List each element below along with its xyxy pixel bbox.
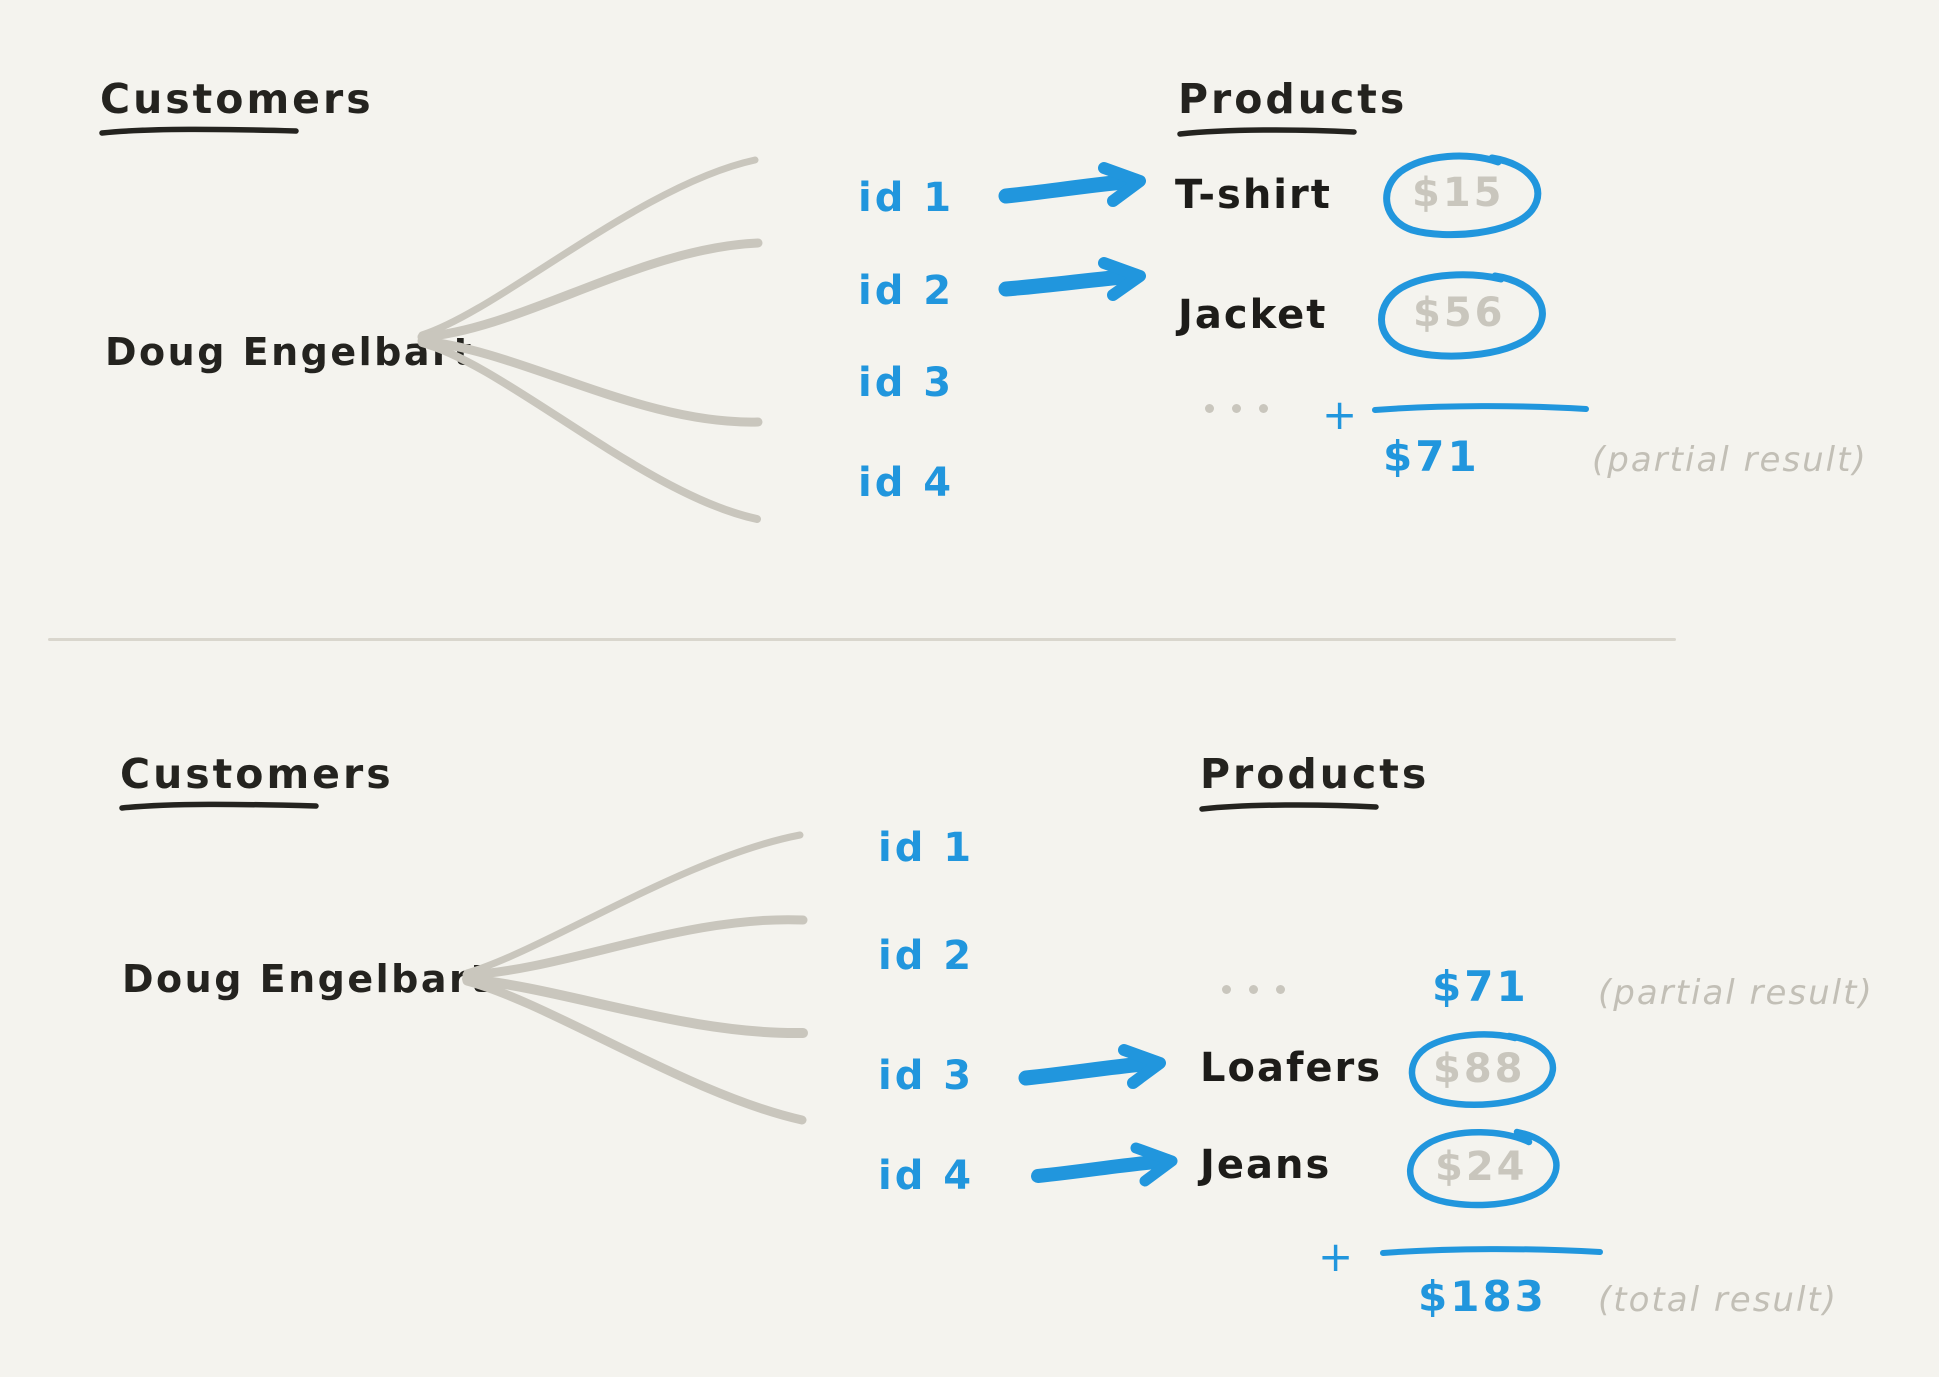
products-heading-label: Products [1178,75,1408,123]
products-heading-underline-icon-bottom [1199,802,1379,812]
products-heading-bottom: Products [1199,750,1430,814]
circle-ellipse-icon-4 [1407,1128,1560,1209]
fanout-line-1 [418,156,759,339]
id-label-bottom-3: id 3 [878,1053,975,1099]
customers-heading-underline-icon [99,126,299,136]
fanout-lines-top [417,156,763,523]
total-note-bottom: (total result) [1598,1280,1839,1320]
ellipsis-bottom [1222,985,1285,994]
carried-value-bottom: $71 [1432,962,1529,1011]
fanout-line-b2 [462,915,808,980]
total-value-bottom: $183 [1418,1272,1547,1321]
product-name-top-2: Jacket [1178,292,1328,338]
products-heading-top: Products [1177,75,1408,139]
id-label-top-1: id 1 [858,175,955,221]
id-label-bottom-1: id 1 [878,825,975,871]
bottom-panel: Customers Products Doug Engelbart id 1 [0,640,1939,1377]
circle-ellipse-icon-3 [1408,1031,1557,1108]
plus-symbol-top: + [1322,390,1359,439]
arrow-icon-bottom-1 [1018,1044,1166,1089]
products-heading-underline-icon [1177,127,1357,137]
fanout-line-b4 [462,976,807,1125]
id-label-top-2: id 2 [858,268,955,314]
customers-heading-bottom: Customers [119,750,394,814]
id-label-top-4: id 4 [858,460,955,506]
circle-ellipse-icon-2 [1378,271,1546,360]
products-heading-label-bottom: Products [1200,750,1430,798]
product-name-bottom-2: Jeans [1200,1142,1332,1188]
sum-note-top: (partial result) [1592,440,1868,480]
id-label-bottom-2: id 2 [878,933,975,979]
id-label-bottom-4: id 4 [878,1153,975,1199]
panel-divider [48,638,1676,641]
sum-rule-line-top [1372,403,1589,413]
fanout-line-3 [417,336,763,427]
fanout-line-b3 [462,974,808,1039]
price-label-bottom-1: $88 [1433,1046,1526,1092]
price-label-bottom-2: $24 [1435,1144,1528,1190]
sum-rule-line-bottom [1380,1246,1603,1256]
ellipsis-top [1205,404,1268,413]
customers-heading-label: Customers [100,75,374,123]
fanout-line-b1 [463,831,804,977]
arrow-icon-top-2 [998,257,1146,301]
arrow-icon-top-1 [998,162,1146,207]
product-name-top-1: T-shirt [1175,172,1332,218]
id-label-top-3: id 3 [858,360,955,406]
customers-heading-top: Customers [99,75,374,139]
customers-heading-underline-icon-bottom [119,801,319,811]
sum-value-top: $71 [1383,432,1480,481]
customers-heading-label-bottom: Customers [120,750,394,798]
carried-note-bottom: (partial result) [1598,973,1874,1013]
fanout-line-2 [417,238,763,342]
customer-name-bottom: Doug Engelbart [122,957,491,1001]
fanout-line-4 [418,339,761,523]
customer-name-top: Doug Engelbart [105,330,474,374]
price-label-top-1: $15 [1412,170,1505,216]
top-panel: Customers Products Doug Engelbart id 1 [0,0,1939,640]
price-label-top-2: $56 [1413,290,1506,336]
arrow-icon-bottom-2 [1031,1142,1178,1187]
fanout-lines-bottom [462,831,808,1125]
plus-symbol-bottom: + [1318,1232,1355,1281]
circle-ellipse-icon-1 [1383,152,1542,239]
product-name-bottom-1: Loafers [1200,1045,1383,1091]
